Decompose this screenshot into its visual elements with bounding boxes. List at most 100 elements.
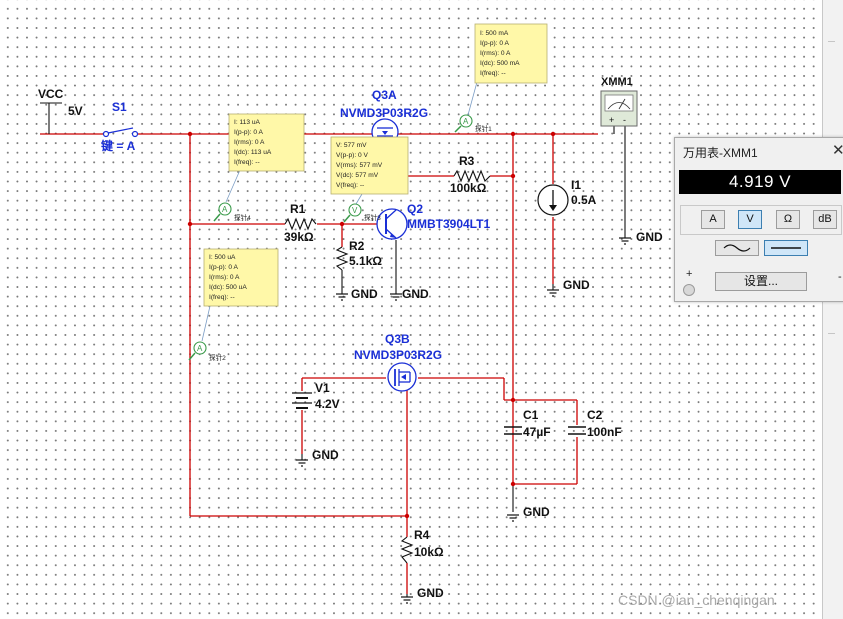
gnd-label: GND [312, 448, 339, 462]
multimeter-xmm1-icon[interactable]: XMM1 + - [600, 76, 638, 127]
svg-text:I(p-p): 0 A: I(p-p): 0 A [209, 264, 239, 271]
gnd-label: GND [636, 230, 663, 244]
ac-wave-icon [723, 244, 751, 252]
vcc-value: 5V [68, 104, 83, 118]
gnd-label: GND [417, 586, 444, 600]
svg-text:I(freq): --: I(freq): -- [480, 70, 506, 77]
vcc-label: VCC [38, 87, 64, 101]
probe-flag-1[interactable]: A 探针1 [454, 114, 492, 133]
svg-text:I(p-p): 0 A: I(p-p): 0 A [234, 129, 264, 136]
c2-value: 100nF [587, 425, 622, 439]
svg-text:V(rms): 577 mV: V(rms): 577 mV [336, 162, 383, 169]
minus-terminal-label: - [838, 271, 842, 283]
c1-name: C1 [523, 408, 539, 422]
resistor-r4[interactable]: R4 10kΩ [400, 528, 444, 564]
q3b-part: NVMD3P03R2G [354, 348, 442, 362]
probe-leaders [201, 81, 478, 342]
current-source-i1[interactable]: I1 0.5A [537, 178, 597, 216]
probe-box-2: I: 500 uA I(p-p): 0 A I(rms): 0 A I(dc):… [203, 248, 279, 307]
v1-value: 4.2V [315, 397, 340, 411]
multimeter-window[interactable]: 万用表-XMM1 ✕ 4.919 V A V Ω dB + 设置... - [674, 137, 843, 302]
resistor-r3[interactable]: R3 100kΩ [450, 154, 491, 195]
q2-name: Q2 [407, 202, 423, 216]
svg-text:A: A [197, 344, 203, 353]
mode-group: A V Ω dB [680, 205, 842, 235]
svg-text:I(dc): 500 uA: I(dc): 500 uA [209, 284, 247, 291]
mode-voltmeter-button[interactable]: V [738, 210, 762, 229]
mode-ohmmeter-button[interactable]: Ω [776, 210, 800, 229]
svg-text:I(dc): 500 mA: I(dc): 500 mA [480, 60, 520, 67]
battery-v1[interactable]: V1 4.2V [292, 381, 340, 411]
probe-flag-2[interactable]: A 探针2 [188, 341, 226, 362]
q3b-name: Q3B [385, 332, 410, 346]
r2-name: R2 [349, 239, 365, 253]
svg-text:I(dc): 113 uA: I(dc): 113 uA [234, 149, 272, 156]
watermark: CSDN @ian_chenqingan [618, 592, 775, 608]
svg-text:I(freq): --: I(freq): -- [209, 294, 235, 301]
settings-button[interactable]: 设置... [715, 272, 807, 291]
close-icon[interactable]: ✕ [832, 141, 843, 159]
probe-flag-4[interactable]: A 探针4 [213, 202, 251, 222]
transistor-q2[interactable]: Q2 MMBT3904LT1 [376, 202, 490, 240]
svg-text:A: A [463, 117, 469, 126]
mode-decibel-button[interactable]: dB [813, 210, 837, 229]
vcc-source[interactable]: VCC 5V [38, 87, 83, 118]
ground-icon [296, 459, 308, 467]
probe-tag: 探针2 [209, 353, 226, 362]
probe-tag: 探针4 [234, 213, 251, 222]
svg-text:I: 500 mA: I: 500 mA [480, 30, 509, 37]
ground-wires [40, 102, 626, 512]
junctions [187, 131, 556, 519]
resistor-r1[interactable]: R1 39kΩ [284, 202, 317, 244]
switch-s1[interactable]: S1 键 = A [100, 100, 139, 153]
r1-name: R1 [290, 202, 306, 216]
r1-value: 39kΩ [284, 230, 314, 244]
svg-text:I: 500 uA: I: 500 uA [209, 254, 236, 261]
svg-text:A: A [222, 205, 228, 214]
gnd-label: GND [402, 287, 429, 301]
q3a-name: Q3A [372, 88, 397, 102]
r3-name: R3 [459, 154, 475, 168]
mosfet-q3b[interactable]: Q3B NVMD3P03R2G [354, 332, 442, 392]
resistor-r2[interactable]: R2 5.1kΩ [335, 239, 382, 271]
i1-name: I1 [571, 178, 581, 192]
capacitor-c2[interactable]: C2 100nF [568, 408, 622, 439]
svg-text:V(dc): 577 mV: V(dc): 577 mV [336, 172, 379, 179]
ground-icon [390, 293, 402, 301]
probe-box-3: V: 577 mV V(p-p): 0 V V(rms): 577 mV V(d… [330, 136, 409, 195]
mode-ammeter-button[interactable]: A [701, 210, 725, 229]
xmm-name: XMM1 [601, 76, 633, 88]
r4-name: R4 [414, 528, 430, 542]
r4-value: 10kΩ [414, 545, 444, 559]
svg-text:+: + [609, 115, 614, 125]
gnd-label: GND [351, 287, 378, 301]
svg-text:I(p-p): 0 A: I(p-p): 0 A [480, 40, 510, 47]
switch-key-label: 键 = A [100, 138, 136, 153]
multimeter-reading: 4.919 V [679, 170, 841, 194]
plus-terminal[interactable] [683, 284, 695, 296]
ground-icon [507, 514, 519, 522]
v1-name: V1 [315, 381, 330, 395]
ac-wave-button[interactable] [715, 240, 759, 256]
svg-text:V(p-p): 0 V: V(p-p): 0 V [336, 152, 368, 159]
svg-text:V: 577 mV: V: 577 mV [336, 142, 367, 149]
c1-value: 47µF [523, 425, 551, 439]
svg-text:I(rms): 0 A: I(rms): 0 A [480, 50, 511, 57]
ground-symbols [296, 237, 631, 604]
q2-part: MMBT3904LT1 [407, 217, 490, 231]
probe-box-1: I: 500 mA I(p-p): 0 A I(rms): 0 A I(dc):… [474, 23, 548, 84]
q3a-part: NVMD3P03R2G [340, 106, 428, 120]
svg-text:I(rms): 0 A: I(rms): 0 A [209, 274, 240, 281]
ground-icon [401, 596, 413, 604]
probe-flag-3[interactable]: V 探针3 [343, 203, 381, 223]
svg-text:I: 113 uA: I: 113 uA [234, 119, 261, 126]
border-strip: — — [822, 0, 843, 619]
dc-line-button[interactable] [764, 240, 808, 256]
svg-text:I(rms): 0 A: I(rms): 0 A [234, 139, 265, 146]
plus-terminal-label: + [686, 268, 693, 280]
svg-text:-: - [623, 115, 626, 125]
gnd-label: GND [563, 278, 590, 292]
capacitor-c1[interactable]: C1 47µF [504, 408, 551, 439]
